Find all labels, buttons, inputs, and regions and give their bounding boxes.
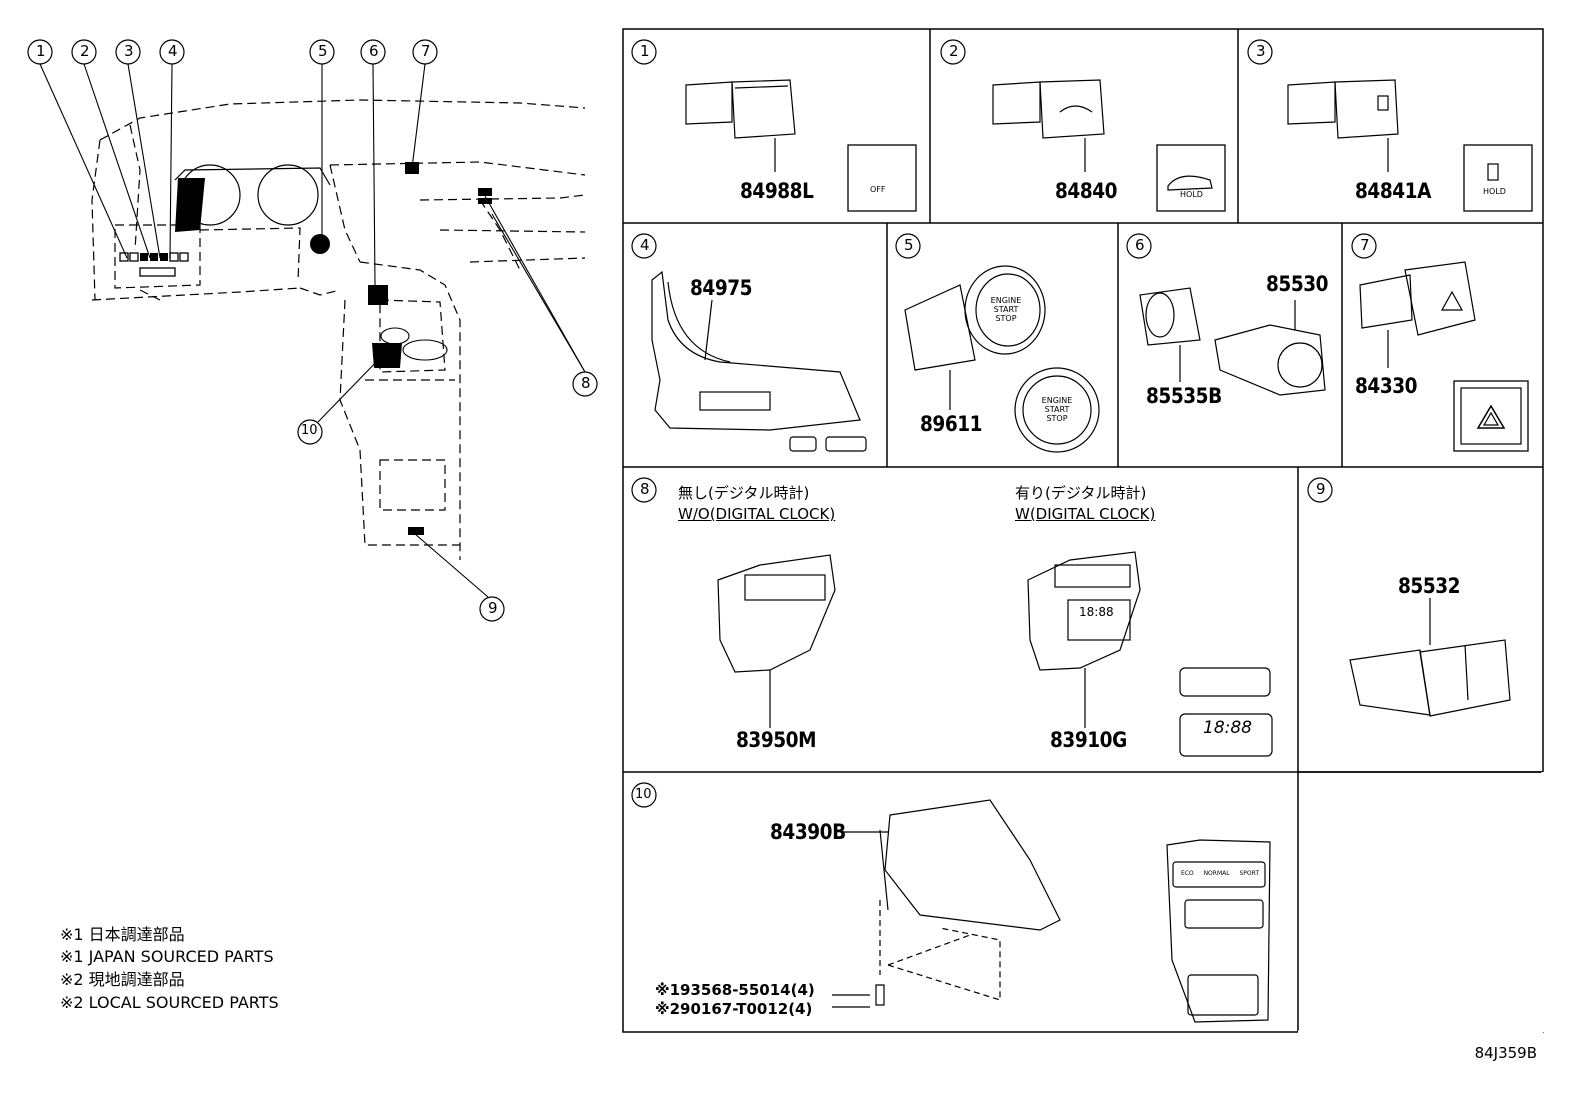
panel-10-number: 10 bbox=[635, 787, 652, 802]
panel-7-number: 7 bbox=[1360, 236, 1370, 254]
off-label: OFF bbox=[870, 185, 886, 194]
panel-number-circles bbox=[631, 39, 1377, 808]
mode-sport: SPORT bbox=[1239, 870, 1260, 877]
part-number-83950M: 83950M bbox=[736, 728, 817, 752]
start-text-line-1: ENGINE bbox=[990, 296, 1022, 305]
variant-left-en: W/O(DIGITAL CLOCK) bbox=[678, 505, 836, 523]
start-button-text-small: ENGINE START STOP bbox=[987, 296, 1025, 323]
overview-leaders bbox=[39, 63, 586, 598]
part-number-85532: 85532 bbox=[1398, 574, 1461, 598]
overview-callouts bbox=[27, 39, 598, 622]
variant-right-en: W(DIGITAL CLOCK) bbox=[1015, 505, 1156, 523]
diagram-code: 84J359B bbox=[1474, 1044, 1537, 1062]
note-1-ja: ※1 日本調達部品 bbox=[60, 925, 185, 944]
hold-label-2: HOLD bbox=[1180, 190, 1203, 199]
part-number-84330: 84330 bbox=[1355, 374, 1418, 398]
panel-5-number: 5 bbox=[904, 236, 914, 254]
start-button-text-large: ENGINE START STOP bbox=[1036, 396, 1078, 423]
callout-7: 7 bbox=[421, 42, 431, 60]
part-number-85535B: 85535B bbox=[1146, 384, 1222, 408]
callout-6: 6 bbox=[369, 42, 379, 60]
note-2-en: ※2 LOCAL SOURCED PARTS bbox=[60, 993, 279, 1012]
start-text-line-3: STOP bbox=[995, 314, 1017, 323]
part-number-84840: 84840 bbox=[1055, 179, 1118, 203]
panel-2-number: 2 bbox=[949, 42, 959, 60]
callout-8: 8 bbox=[581, 374, 591, 392]
callout-2: 2 bbox=[80, 42, 90, 60]
part-number-89611: 89611 bbox=[920, 412, 983, 436]
panel-9-number: 9 bbox=[1316, 480, 1326, 498]
cupholders bbox=[380, 327, 448, 361]
variant-left-ja: 無し(デジタル時計) bbox=[678, 484, 810, 502]
shift-console-drawing bbox=[832, 799, 1271, 1023]
part-number-84841A: 84841A bbox=[1355, 179, 1431, 203]
mode-normal: NORMAL bbox=[1203, 870, 1230, 877]
switch-drawings-row1 bbox=[685, 79, 1533, 212]
power-outlet-drawing bbox=[1139, 287, 1326, 396]
clock-display-large: 18:88 bbox=[1203, 718, 1252, 738]
start-text-line-1b: ENGINE bbox=[1041, 396, 1073, 405]
variant-right-ja: 有り(デジタル時計) bbox=[1015, 484, 1147, 502]
callout-5: 5 bbox=[318, 42, 328, 60]
clock-display-small: 18:88 bbox=[1079, 605, 1114, 619]
part-number-84988L: 84988L bbox=[740, 179, 814, 203]
note-1-en: ※1 JAPAN SOURCED PARTS bbox=[60, 947, 274, 966]
callout-3: 3 bbox=[124, 42, 134, 60]
trim-panel-drawing bbox=[651, 270, 867, 452]
part-number-84390B: 84390B bbox=[770, 820, 846, 844]
callout-9: 9 bbox=[488, 599, 498, 617]
parts-grid bbox=[622, 28, 1545, 1034]
switch-markers bbox=[119, 162, 492, 535]
dashboard-overview bbox=[27, 39, 598, 622]
panel-4-number: 4 bbox=[640, 236, 650, 254]
panel-8-number: 8 bbox=[640, 480, 650, 498]
callout-4: 4 bbox=[168, 42, 178, 60]
panel-1-number: 1 bbox=[640, 42, 650, 60]
mode-switch-drawing bbox=[1349, 598, 1511, 717]
panel-6-number: 6 bbox=[1135, 236, 1145, 254]
mode-labels: ECO NORMAL SPORT bbox=[1176, 870, 1264, 877]
clock-module-drawings bbox=[717, 551, 1273, 757]
part-number-85530: 85530 bbox=[1266, 272, 1329, 296]
mode-eco: ECO bbox=[1180, 870, 1194, 877]
callout-10: 10 bbox=[301, 423, 318, 438]
panel-3-number: 3 bbox=[1256, 42, 1266, 60]
engine-start-switch-drawing bbox=[904, 265, 1100, 453]
fastener-1: ※193568-55014(4) bbox=[655, 981, 815, 999]
fastener-2: ※290167-T0012(4) bbox=[655, 1000, 813, 1018]
start-text-line-3b: STOP bbox=[1046, 414, 1068, 423]
dashboard-outline bbox=[91, 99, 586, 560]
start-text-line-2: START bbox=[993, 305, 1019, 314]
note-2-ja: ※2 現地調達部品 bbox=[60, 970, 185, 989]
callout-1: 1 bbox=[36, 42, 46, 60]
hazard-switch-drawing bbox=[1359, 261, 1529, 452]
hold-label-3: HOLD bbox=[1483, 187, 1506, 196]
start-text-line-2b: START bbox=[1044, 405, 1070, 414]
part-number-84975: 84975 bbox=[690, 276, 753, 300]
part-number-83910G: 83910G bbox=[1050, 728, 1127, 752]
